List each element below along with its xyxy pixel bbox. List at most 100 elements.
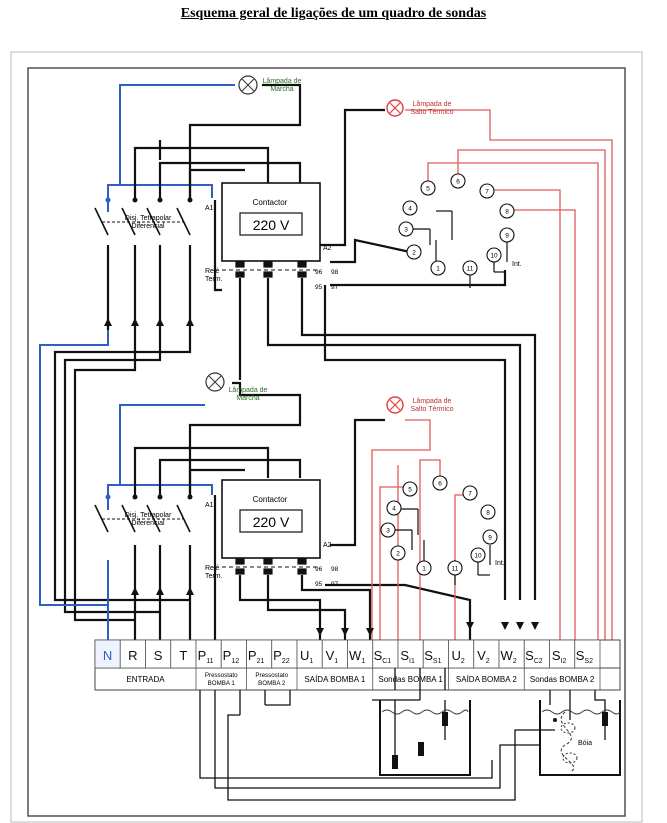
lower-neutral-wires xyxy=(40,404,213,640)
lower-c97: 97 xyxy=(331,581,339,588)
group-label-press2-1: Pressostato xyxy=(255,672,288,679)
lower-relay-pin-label-6: 6 xyxy=(438,481,442,488)
terminal-cell-16 xyxy=(473,639,500,669)
terminal-cell-17 xyxy=(498,639,525,669)
lower-lamp-marcha: Lâmpada de Marcha xyxy=(205,372,268,402)
upper-lamp-termico-label-1: Lâmpada de xyxy=(413,101,452,108)
upper-voltage-box xyxy=(239,212,303,236)
upper-relay-pin-label-1: 1 xyxy=(436,266,440,273)
upper-lamp-termico: Lâmpada de Salto Térmico xyxy=(386,99,454,117)
lower-relay-pin-7 xyxy=(462,485,478,501)
lower-relay-pin-label-9: 9 xyxy=(488,535,492,542)
terminal-label-11: W1 xyxy=(349,648,365,665)
lower-c98: 98 xyxy=(331,566,339,573)
terminal-cell-13 xyxy=(397,639,424,669)
boia-label: Bóia xyxy=(578,740,592,747)
upper-c96: 96 xyxy=(315,269,323,276)
panel-frame xyxy=(10,51,643,823)
upper-relay-pin-label-9: 9 xyxy=(505,233,509,240)
terminal-cell-4 xyxy=(170,639,197,669)
lower-lamp-termico-label-2: Salto Térmico xyxy=(410,406,453,413)
upper-c95: 95 xyxy=(315,284,323,291)
upper-relay-pin-label-2: 2 xyxy=(412,250,416,257)
terminal-cell-7 xyxy=(246,639,273,669)
upper-phase-wires xyxy=(53,83,537,622)
terminal-cell-11 xyxy=(347,639,374,669)
upper-c97: 97 xyxy=(331,284,339,291)
terminal-cell-6 xyxy=(220,639,247,669)
lower-relay-pin-label-10: 10 xyxy=(474,553,482,560)
upper-disj-label-1: Disj. Tetrapolar xyxy=(125,215,172,222)
group-label-sondas1: Sondas BOMBA 1 xyxy=(378,675,443,684)
upper-relay-pin-label-6: 6 xyxy=(456,179,460,186)
terminal-label-3: S xyxy=(154,648,163,663)
upper-lamp-marcha: Lâmpada de Marcha xyxy=(238,75,302,95)
tank-bomba-2: Bóia xyxy=(539,700,621,776)
upper-relay-pin-label-7: 7 xyxy=(485,189,489,196)
upper-a1: A1 xyxy=(205,205,214,212)
terminal-cell-5 xyxy=(195,639,222,669)
terminal-cell-19 xyxy=(549,639,576,669)
upper-relay-pin-7 xyxy=(479,183,495,199)
terminal-cell-15 xyxy=(448,639,475,669)
upper-section: Lâmpada de Marcha Lâmpada de Salto Térmi… xyxy=(39,75,613,640)
upper-relay-pin-9 xyxy=(499,227,515,243)
lower-arrows xyxy=(131,587,539,636)
lower-relay-pin-6 xyxy=(432,475,448,491)
upper-a2: A2 xyxy=(323,245,332,252)
group-label-sondas2: Sondas BOMBA 2 xyxy=(530,675,595,684)
tank-bomba-1 xyxy=(379,700,471,776)
panel-border xyxy=(27,67,626,817)
upper-relay-pin-5 xyxy=(420,180,436,196)
lower-relay-pin-9 xyxy=(482,529,498,545)
lower-a2: A2 xyxy=(323,542,332,549)
lower-relay-pin-5 xyxy=(402,481,418,497)
upper-rele-1: Relé xyxy=(205,268,220,275)
upper-relay-pin-4 xyxy=(402,200,418,216)
lower-contactor-label: Contactor xyxy=(253,495,288,504)
terminal-label-1: N xyxy=(103,648,112,663)
upper-arrows xyxy=(104,318,194,326)
lower-voltage: 220 V xyxy=(253,514,290,530)
upper-relay-pin-6 xyxy=(450,173,466,189)
lower-c95: 95 xyxy=(315,581,323,588)
lower-voltage-box xyxy=(239,509,303,533)
terminal-cell-9 xyxy=(296,639,323,669)
upper-lamp-marcha-label-1: Lâmpada de xyxy=(263,78,302,85)
upper-relay-pin-10 xyxy=(486,247,502,263)
upper-relay-pin-3 xyxy=(398,221,414,237)
upper-relay-pin-label-10: 10 xyxy=(490,253,498,260)
group-label-press1-2: BOMBA 1 xyxy=(208,680,236,687)
lower-section: Lâmpada de Marcha Lâmpada de Salto Térmi… xyxy=(40,372,539,640)
upper-relay-pin-label-5: 5 xyxy=(426,186,430,193)
lower-relay-pin-11 xyxy=(447,560,463,576)
upper-contactor-label: Contactor xyxy=(253,198,288,207)
lower-rele-1: Relé xyxy=(205,565,220,572)
lower-relay-pin-label-2: 2 xyxy=(396,551,400,558)
upper-relay-pin-label-3: 3 xyxy=(404,227,408,234)
lower-a1: A1 xyxy=(205,502,214,509)
upper-relay-pin-8 xyxy=(499,203,515,219)
terminal-cell-18 xyxy=(523,639,550,669)
lower-relay-pin-8 xyxy=(480,504,496,520)
lower-rele-2: Term. xyxy=(205,573,223,580)
group-label-press2-2: BOMBA 2 xyxy=(258,680,286,687)
upper-voltage: 220 V xyxy=(253,217,290,233)
diagram-title: Esquema geral de ligações de um quadro d… xyxy=(180,6,487,21)
upper-contacts xyxy=(222,261,318,278)
lower-relay-pin-label-4: 4 xyxy=(392,506,396,513)
lower-relay-pin-2 xyxy=(390,545,406,561)
lower-lamp-marcha-label-1: Lâmpada de xyxy=(229,387,268,394)
upper-lamp-termico-label-2: Salto Térmico xyxy=(410,109,453,116)
lower-relay-pin-4 xyxy=(386,500,402,516)
group-label-entrada: ENTRADA xyxy=(126,675,165,684)
upper-disj-label-2: Diferencial xyxy=(131,223,165,230)
upper-int: Int. xyxy=(512,261,522,268)
lower-disj-label-2: Diferencial xyxy=(131,520,165,527)
upper-relay-pin-11 xyxy=(462,260,478,276)
upper-disjuntor xyxy=(94,197,193,236)
